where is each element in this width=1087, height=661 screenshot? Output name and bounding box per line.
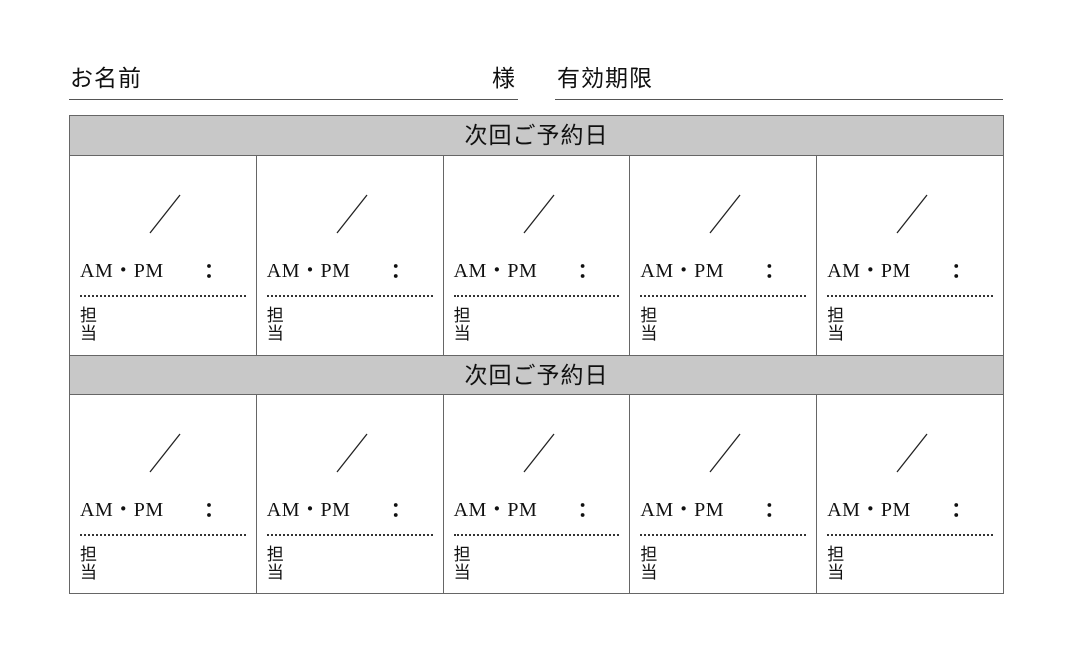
dotted-divider (80, 534, 246, 536)
time-colon: ： (577, 258, 598, 282)
name-underline (69, 99, 518, 100)
date-separator-slash (896, 433, 928, 473)
dotted-divider (80, 295, 246, 297)
section-title: 次回ご予約日 (70, 116, 1003, 156)
staff-label: 担当 (827, 545, 845, 583)
ampm-label: AM・PM (827, 260, 911, 282)
time-colon: ： (204, 497, 224, 521)
ampm-label: AM・PM (827, 499, 911, 521)
staff-label: 担当 (827, 306, 845, 344)
date-separator-slash (336, 194, 368, 234)
expiry-label: 有効期限 (557, 66, 653, 92)
staff-label: 担当 (640, 306, 658, 344)
appointment-slot[interactable]: AM・PM ： 担当 (629, 395, 816, 594)
time-colon: ： (951, 497, 972, 521)
date-separator-slash (709, 194, 741, 234)
appointment-slot[interactable]: AM・PM ： 担当 (255, 395, 443, 594)
date-separator-slash (523, 433, 555, 473)
appointment-slot[interactable]: AM・PM ： 担当 (442, 395, 630, 594)
date-separator-slash (149, 433, 181, 473)
time-colon: ： (764, 258, 785, 282)
ampm-label: AM・PM (266, 260, 351, 282)
appointment-slot[interactable]: AM・PM ： 担当 (70, 156, 256, 355)
time-colon: ： (764, 497, 785, 521)
dotted-divider (827, 295, 993, 297)
appointment-card: 次回ご予約日 AM・PM ： 担当 AM・PM ： 担当 AM・PM ： 担当 AM・PM ：… (69, 115, 1004, 594)
ampm-label: AM・PM (266, 499, 351, 521)
ampm-label: AM・PM (640, 260, 725, 282)
dotted-divider (640, 534, 807, 536)
section-title: 次回ご予約日 (70, 355, 1003, 395)
dotted-divider (453, 295, 620, 297)
dotted-divider (266, 295, 433, 297)
time-colon: ： (951, 258, 972, 282)
ampm-label: AM・PM (80, 260, 164, 282)
staff-label: 担当 (640, 545, 658, 583)
time-colon: ： (390, 497, 411, 521)
staff-label: 担当 (453, 545, 471, 583)
dotted-divider (453, 534, 620, 536)
ampm-label: AM・PM (453, 260, 538, 282)
time-colon: ： (204, 258, 224, 282)
name-suffix: 様 (492, 66, 516, 92)
date-separator-slash (336, 433, 368, 473)
date-separator-slash (709, 433, 741, 473)
staff-label: 担当 (80, 306, 97, 344)
appointment-slot[interactable]: AM・PM ： 担当 (442, 156, 630, 355)
appointment-section: 次回ご予約日 AM・PM ： 担当 AM・PM ： 担当 AM・PM ： 担当 AM・PM ：… (70, 355, 1003, 594)
ampm-label: AM・PM (80, 499, 164, 521)
name-label: お名前 (70, 66, 142, 92)
dotted-divider (640, 295, 807, 297)
staff-label: 担当 (80, 545, 97, 583)
dotted-divider (266, 534, 433, 536)
time-colon: ： (390, 258, 411, 282)
time-colon: ： (577, 497, 598, 521)
ampm-label: AM・PM (640, 499, 725, 521)
appointment-slot[interactable]: AM・PM ： 担当 (816, 395, 1003, 594)
appointment-slot[interactable]: AM・PM ： 担当 (629, 156, 816, 355)
staff-label: 担当 (453, 306, 471, 344)
slot-row: AM・PM ： 担当 AM・PM ： 担当 AM・PM ： 担当 AM・PM ： 担当 AM・P… (70, 395, 1003, 594)
appointment-slot[interactable]: AM・PM ： 担当 (70, 395, 256, 594)
appointment-slot[interactable]: AM・PM ： 担当 (255, 156, 443, 355)
staff-label: 担当 (266, 306, 284, 344)
appointment-slot[interactable]: AM・PM ： 担当 (816, 156, 1003, 355)
appointment-section: 次回ご予約日 AM・PM ： 担当 AM・PM ： 担当 AM・PM ： 担当 AM・PM ：… (70, 116, 1003, 355)
date-separator-slash (896, 194, 928, 234)
slot-row: AM・PM ： 担当 AM・PM ： 担当 AM・PM ： 担当 AM・PM ： 担当 AM・P… (70, 156, 1003, 355)
staff-label: 担当 (266, 545, 284, 583)
date-separator-slash (523, 194, 555, 234)
expiry-underline (555, 99, 1003, 100)
ampm-label: AM・PM (453, 499, 538, 521)
date-separator-slash (149, 194, 181, 234)
dotted-divider (827, 534, 993, 536)
